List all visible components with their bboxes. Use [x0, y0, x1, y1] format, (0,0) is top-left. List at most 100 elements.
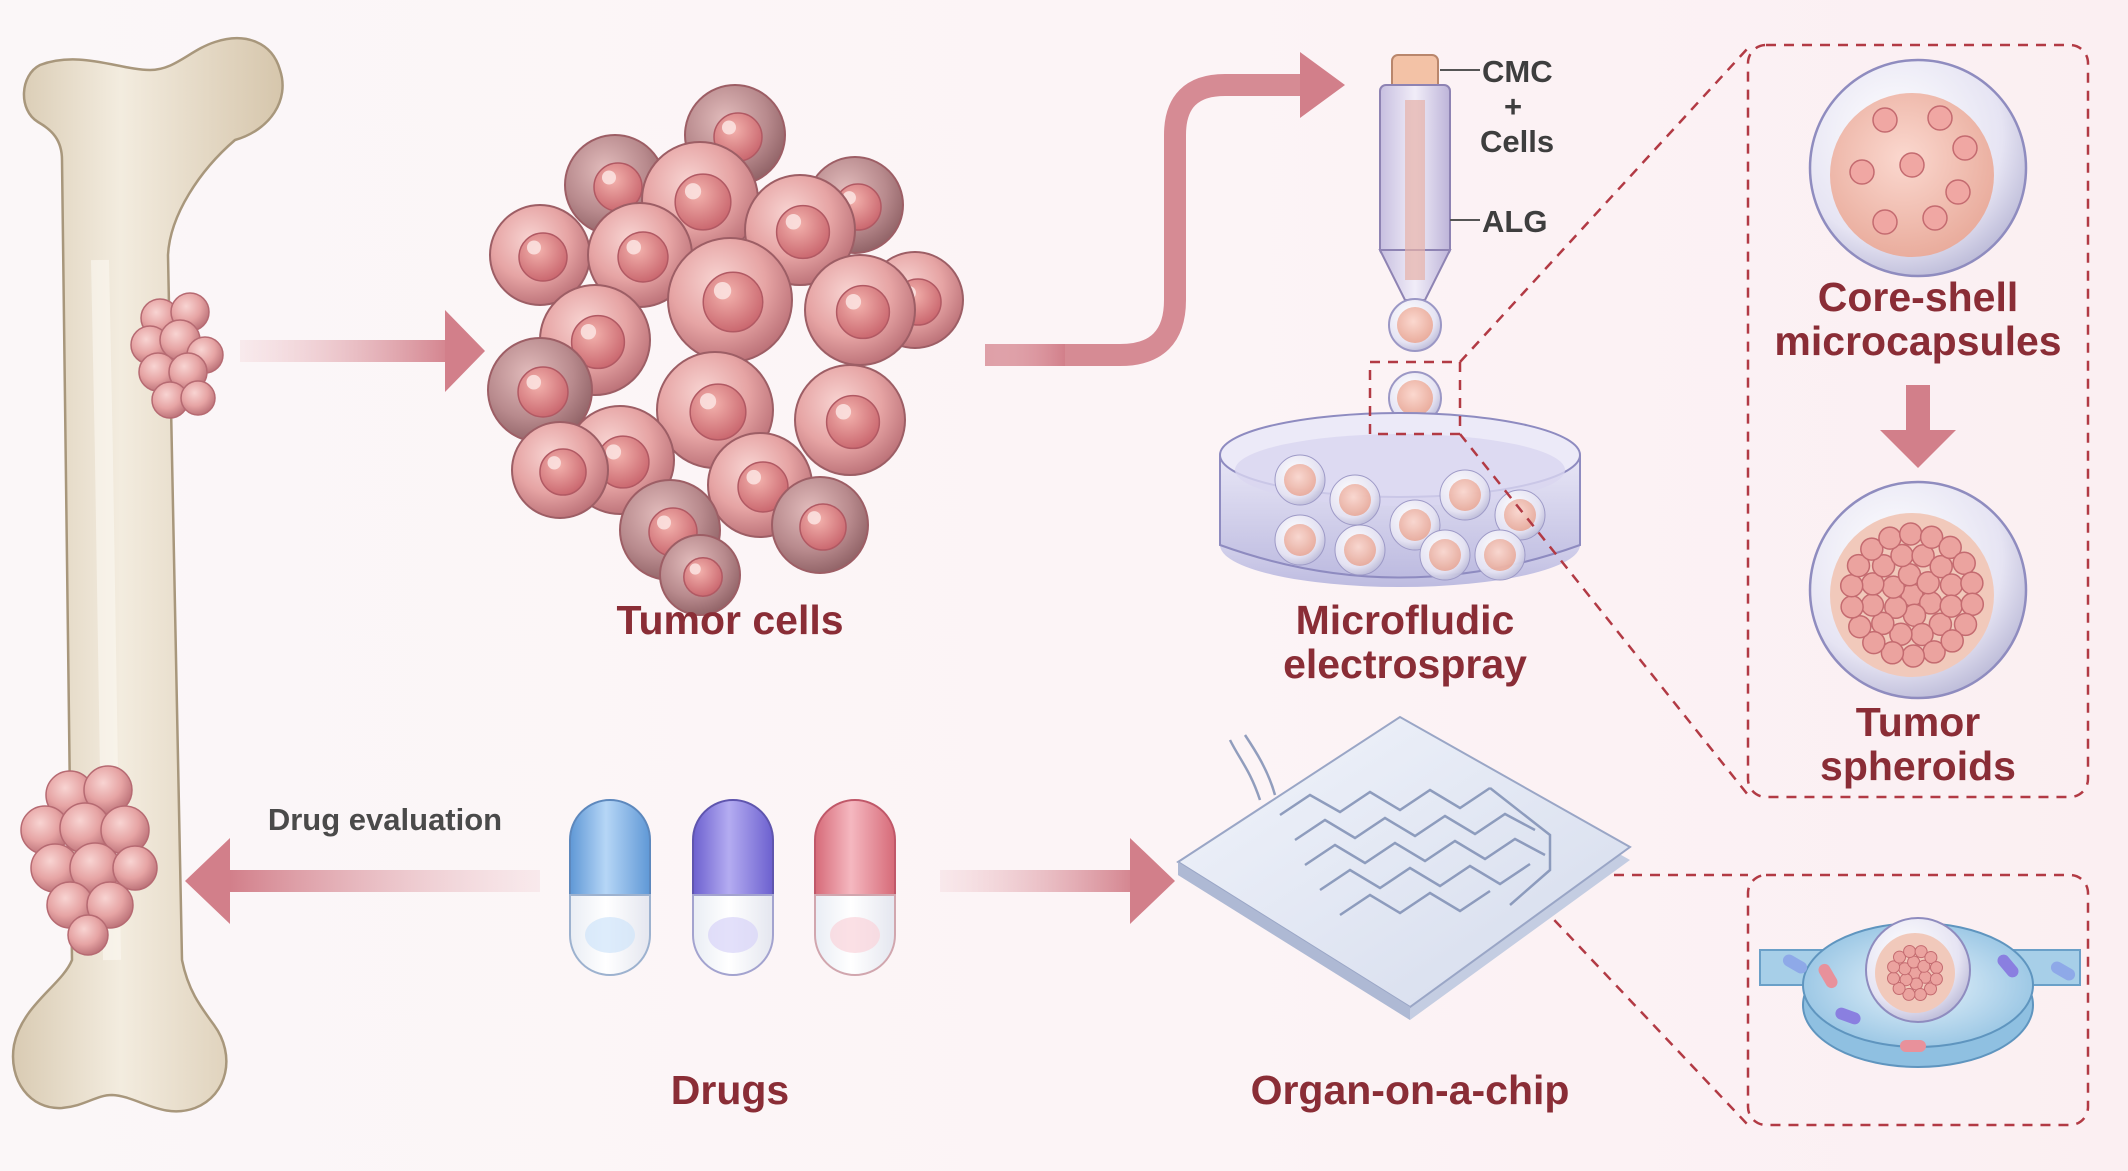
spheroid-cell: [1940, 629, 1964, 653]
spheroid-cell: [1902, 987, 1916, 1001]
tumor-cell-highlight: [527, 240, 541, 255]
alg-label: ALG: [1482, 204, 1548, 239]
tumor-cell-highlight: [684, 183, 702, 200]
tumor-cell-highlight: [657, 515, 671, 530]
spheroid-cell: [1939, 573, 1964, 597]
tumor-cell-highlight: [626, 239, 642, 255]
spheroid-cell: [1928, 612, 1953, 636]
spheroid-cell: [1871, 554, 1896, 578]
core-shell-label-line1: Core-shell: [1817, 274, 2019, 320]
spheroid-cell: [1903, 945, 1917, 958]
spheroid-cell: [1860, 537, 1884, 561]
spheroid-cell: [1892, 982, 1906, 995]
tumor-cell-highlight: [845, 294, 862, 310]
spheroid-cell: [1848, 614, 1872, 639]
tumor-cell-highlight: [547, 456, 561, 470]
tumor-cell-nucleus: [674, 173, 732, 231]
drug-capsule-blue-icon: [569, 799, 651, 976]
spheroid-cell: [1939, 594, 1963, 618]
cmc-label: CMC: [1482, 54, 1553, 89]
drugs-label: Drugs: [670, 1067, 790, 1113]
spheroid-cell: [1887, 960, 1901, 974]
tumor-cell-nucleus: [702, 271, 764, 333]
tumor-cell-nucleus: [825, 394, 881, 450]
spheroid-cell: [1960, 571, 1984, 595]
tumor-cell-highlight: [722, 120, 736, 135]
bone-tumor-small-icon: [130, 292, 224, 419]
microfluidic-label-line1: Microfludic: [1295, 597, 1515, 643]
spheroid-cell: [1930, 961, 1943, 975]
mini-capsules: [1782, 954, 2076, 1052]
core-shell-label-line2: microcapsules: [1774, 318, 2062, 365]
spheroid-cell: [1924, 982, 1937, 996]
spheroid-cell: [1860, 593, 1885, 617]
spheroid-cell: [1953, 612, 1978, 637]
spheroid-cell: [1917, 959, 1931, 973]
tumor-spheroids-label-line2: spheroids: [1820, 743, 2016, 790]
tumor-cell-highlight: [605, 444, 622, 460]
tumor-cell-highlight: [602, 170, 616, 185]
microfluidic-label-line2: electrospray: [1283, 641, 1527, 688]
drug-capsule-purple-icon: [692, 799, 774, 976]
organ-on-a-chip-label: Organ-on-a-chip: [1250, 1067, 1570, 1113]
drug-capsule-red-icon: [814, 799, 896, 976]
spheroid-cell: [1913, 988, 1927, 1001]
spheroid-cell: [1916, 570, 1940, 595]
spheroid-cell: [1929, 554, 1953, 579]
tumor-cell-nucleus: [518, 232, 568, 282]
spheroid-cell: [1846, 553, 1871, 578]
tumor-cell-highlight: [785, 214, 802, 230]
petri-dish-icon: [1219, 412, 1581, 587]
tumor-cell-highlight: [526, 374, 542, 390]
plus-label: +: [1504, 89, 1523, 124]
femur-bone-icon: [11, 37, 284, 1113]
drug-evaluation-label: Drug evaluation: [267, 802, 503, 837]
spheroid-cell: [1929, 972, 1943, 986]
spheroid-cell: [1901, 644, 1926, 668]
arrow-cells-to-electrospray: [985, 52, 1345, 366]
chip-chamber-icon: [1759, 917, 2081, 1068]
spheroid-cell: [1914, 945, 1928, 959]
tumor-cell-highlight: [835, 404, 852, 420]
tumor-cell-nucleus: [835, 284, 891, 340]
tumor-cell-nucleus: [539, 448, 587, 496]
spheroid-cell: [1938, 535, 1962, 560]
tumor-cell-nucleus: [775, 204, 831, 260]
spheroid-cell: [1952, 551, 1976, 576]
tumor-cell-highlight: [713, 282, 732, 300]
tumor-cell-nucleus: [617, 231, 669, 283]
tumor-spheroids-label: Tumor spheroids: [1748, 700, 2088, 789]
tumor-spheroid-icon: [1808, 480, 2028, 700]
tumor-cell-highlight: [689, 563, 701, 575]
tumor-cells-label: Tumor cells: [616, 597, 844, 643]
tumor-cell-nucleus: [683, 557, 723, 597]
tumor-cell-highlight: [807, 511, 821, 525]
arrow-drugs-to-chip: [940, 838, 1175, 924]
spheroid-cell: [1880, 641, 1905, 665]
spheroid-cell: [1919, 525, 1944, 549]
microfluidic-electrospray-label: Microfludic electrospray: [1215, 598, 1595, 687]
spheroid-cell: [1878, 526, 1902, 550]
spheroid-cell: [1887, 971, 1900, 985]
tumor-cell-nucleus: [799, 503, 847, 551]
tumor-cell-highlight: [699, 393, 717, 410]
spheroid-cell: [1898, 522, 1923, 546]
spheroid-cell: [1839, 573, 1864, 598]
spheroid-cell: [1871, 611, 1895, 636]
spheroid-cell: [1840, 595, 1864, 619]
spheroid-cell: [1862, 630, 1886, 655]
core-shell-microcapsules-label: Core-shell microcapsules: [1748, 275, 2088, 364]
arrow-microcapsule-to-spheroid: [1880, 385, 1956, 468]
bone-tumor-large-icon: [20, 765, 158, 956]
arrow-bone-to-cells: [240, 310, 485, 392]
arrow-drug-evaluation: [185, 838, 540, 924]
tumor-cell-cluster-icon: [487, 84, 964, 616]
spheroid-cell: [1960, 592, 1985, 617]
tumor-cell-nucleus: [517, 366, 569, 418]
microcapsule-icon: [1808, 58, 2028, 278]
spheroid-cell: [1924, 951, 1938, 964]
spheroid-cell: [1893, 950, 1906, 964]
zoom-lines-electrospray: [1368, 43, 2090, 799]
tumor-cell-highlight: [580, 324, 597, 340]
